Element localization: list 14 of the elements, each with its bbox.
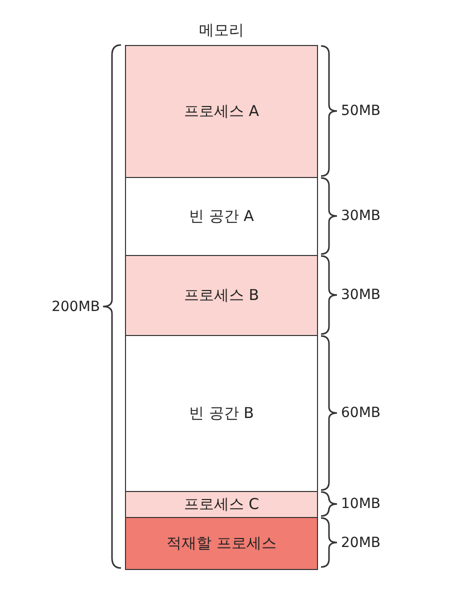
size-label: 200MB <box>52 298 100 316</box>
size-label: 50MB <box>341 102 380 120</box>
size-label: 30MB <box>341 207 380 225</box>
size-label: 60MB <box>341 404 380 422</box>
process-block: 프로세스 B <box>125 255 318 336</box>
process-block: 프로세스 C <box>125 491 318 518</box>
free-space-block: 빈 공간 B <box>125 335 318 492</box>
size-label: 30MB <box>341 286 380 304</box>
process-block: 프로세스 A <box>125 45 318 178</box>
size-label: 20MB <box>341 534 380 552</box>
title: 메모리 <box>198 20 245 40</box>
size-label: 10MB <box>341 495 380 513</box>
process-block: 적재할 프로세스 <box>125 517 318 570</box>
free-space-block: 빈 공간 A <box>125 177 318 256</box>
